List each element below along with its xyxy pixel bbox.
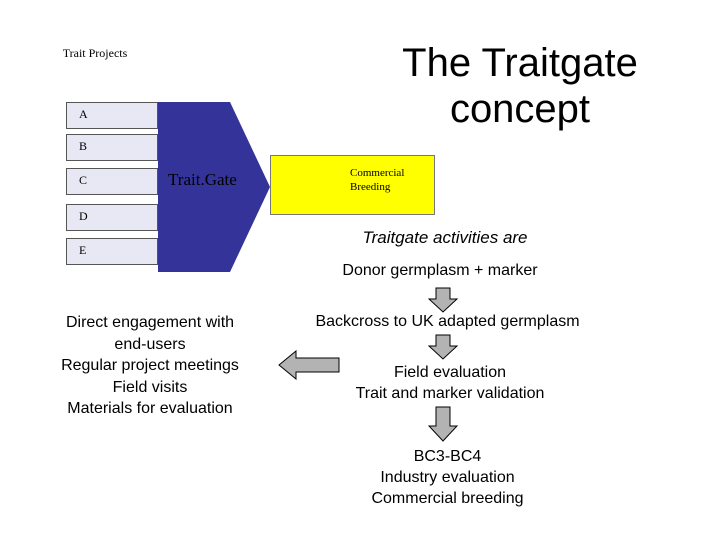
project-label-b: B [79, 139, 88, 153]
step-bc3-bc4: BC3-BC4 Industry evaluation Commercial b… [300, 446, 595, 509]
step-field-evaluation-line-1: Field evaluation [393, 364, 507, 381]
activities-heading: Traitgate activities are [362, 228, 528, 247]
step-donor-line: Donor germplasm + marker [342, 262, 538, 279]
project-label-c: C [79, 173, 88, 187]
engagement-line-2: end-users [114, 335, 186, 353]
step-backcross: Backcross to UK adapted germplasm [280, 311, 615, 332]
project-box-e: E [66, 238, 158, 265]
project-box-b: B [66, 134, 158, 161]
engagement-line-4: Field visits [112, 378, 188, 396]
step-field-evaluation-line-2: Trait and marker validation [355, 385, 545, 402]
down-arrow-2 [428, 334, 458, 360]
commercial-breeding-box [270, 155, 435, 215]
trait-projects-label: Trait Projects [62, 46, 128, 60]
down-arrow-1 [428, 287, 458, 313]
step-bc3-bc4-line-2: Industry evaluation [380, 469, 515, 486]
engagement-line-5: Materials for evaluation [67, 400, 233, 417]
engagement-list: Direct engagement with end-users Regular… [30, 312, 270, 420]
project-label-d: D [79, 209, 88, 223]
commercial-breeding-text: Commercial Breeding [350, 167, 405, 193]
project-box-a: A [66, 102, 158, 129]
traitgate-shape [158, 102, 270, 272]
project-label-e: E [79, 243, 87, 257]
page-title: The Traitgate concept [402, 41, 638, 131]
traitgate-label: Trait.Gate [168, 170, 237, 189]
step-backcross-line: Backcross to UK adapted germplasm [315, 313, 580, 330]
engagement-line-1: Direct engagement with [65, 314, 235, 331]
project-label-a: A [79, 107, 88, 121]
project-box-d: D [66, 204, 158, 231]
down-arrow-3 [428, 406, 458, 442]
commercial-breeding-label: Commercial Breeding [350, 166, 420, 194]
step-donor: Donor germplasm + marker [290, 260, 590, 281]
step-bc3-bc4-line-3: Commercial breeding [371, 490, 524, 507]
project-box-c: C [66, 168, 158, 195]
step-bc3-bc4-line-1: BC3-BC4 [413, 448, 482, 465]
engagement-line-3: Regular project meetings [61, 357, 239, 374]
step-field-evaluation: Field evaluation Trait and marker valida… [300, 362, 600, 404]
left-arrow [278, 350, 340, 380]
